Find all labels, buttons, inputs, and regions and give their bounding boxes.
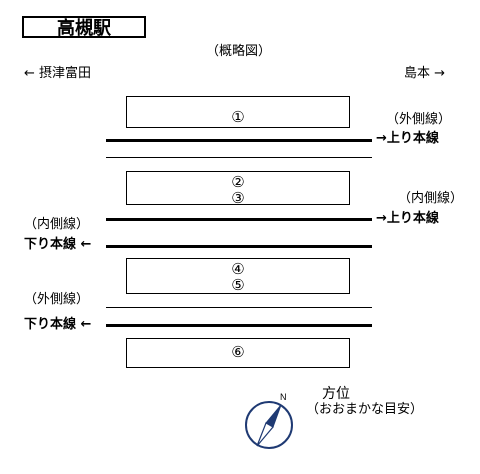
outer-side-line-top [106, 157, 372, 158]
platform-4-5: ④ ⑤ [126, 258, 350, 294]
platform-6-number: ⑥ [231, 343, 245, 361]
down-main-label-outer: 下り本線 ← [24, 317, 92, 332]
outer-line-label-top: （外側線） [386, 112, 452, 127]
platform-3-number: ③ [231, 189, 245, 207]
platform-1: ① [126, 96, 350, 128]
outer-line-label-left: （外側線） [24, 292, 90, 307]
down-main-track-inner [106, 245, 372, 248]
platform-1-number: ① [231, 108, 245, 126]
platform-6: ⑥ [126, 338, 350, 368]
compass-label: 方位 [322, 386, 350, 402]
station-title: 高槻駅 [22, 16, 146, 39]
direction-left-label: ← 摂津富田 [24, 66, 92, 81]
inner-line-label-top: （内側線） [398, 191, 464, 206]
compass-north-label: N [280, 392, 287, 402]
direction-right-label: 島本 → [404, 66, 446, 81]
up-main-track-outer [106, 139, 372, 142]
inner-line-label-left: （内側線） [24, 217, 90, 232]
compass-note: （おおまかな目安） [306, 402, 424, 417]
up-main-track-inner [106, 218, 372, 221]
platform-2-3: ② ③ [126, 171, 350, 207]
platform-4-number: ④ [231, 260, 245, 278]
down-main-track-outer [106, 324, 372, 327]
up-main-label-inner: →上り本線 [376, 211, 439, 226]
platform-5-number: ⑤ [231, 276, 245, 294]
platform-2-number: ② [231, 173, 245, 191]
down-main-label-inner: 下り本線 ← [24, 237, 92, 252]
up-main-label-outer: →上り本線 [376, 131, 439, 146]
diagram-subtitle: （概略図） [206, 44, 272, 59]
outer-side-line-bottom [106, 307, 372, 308]
